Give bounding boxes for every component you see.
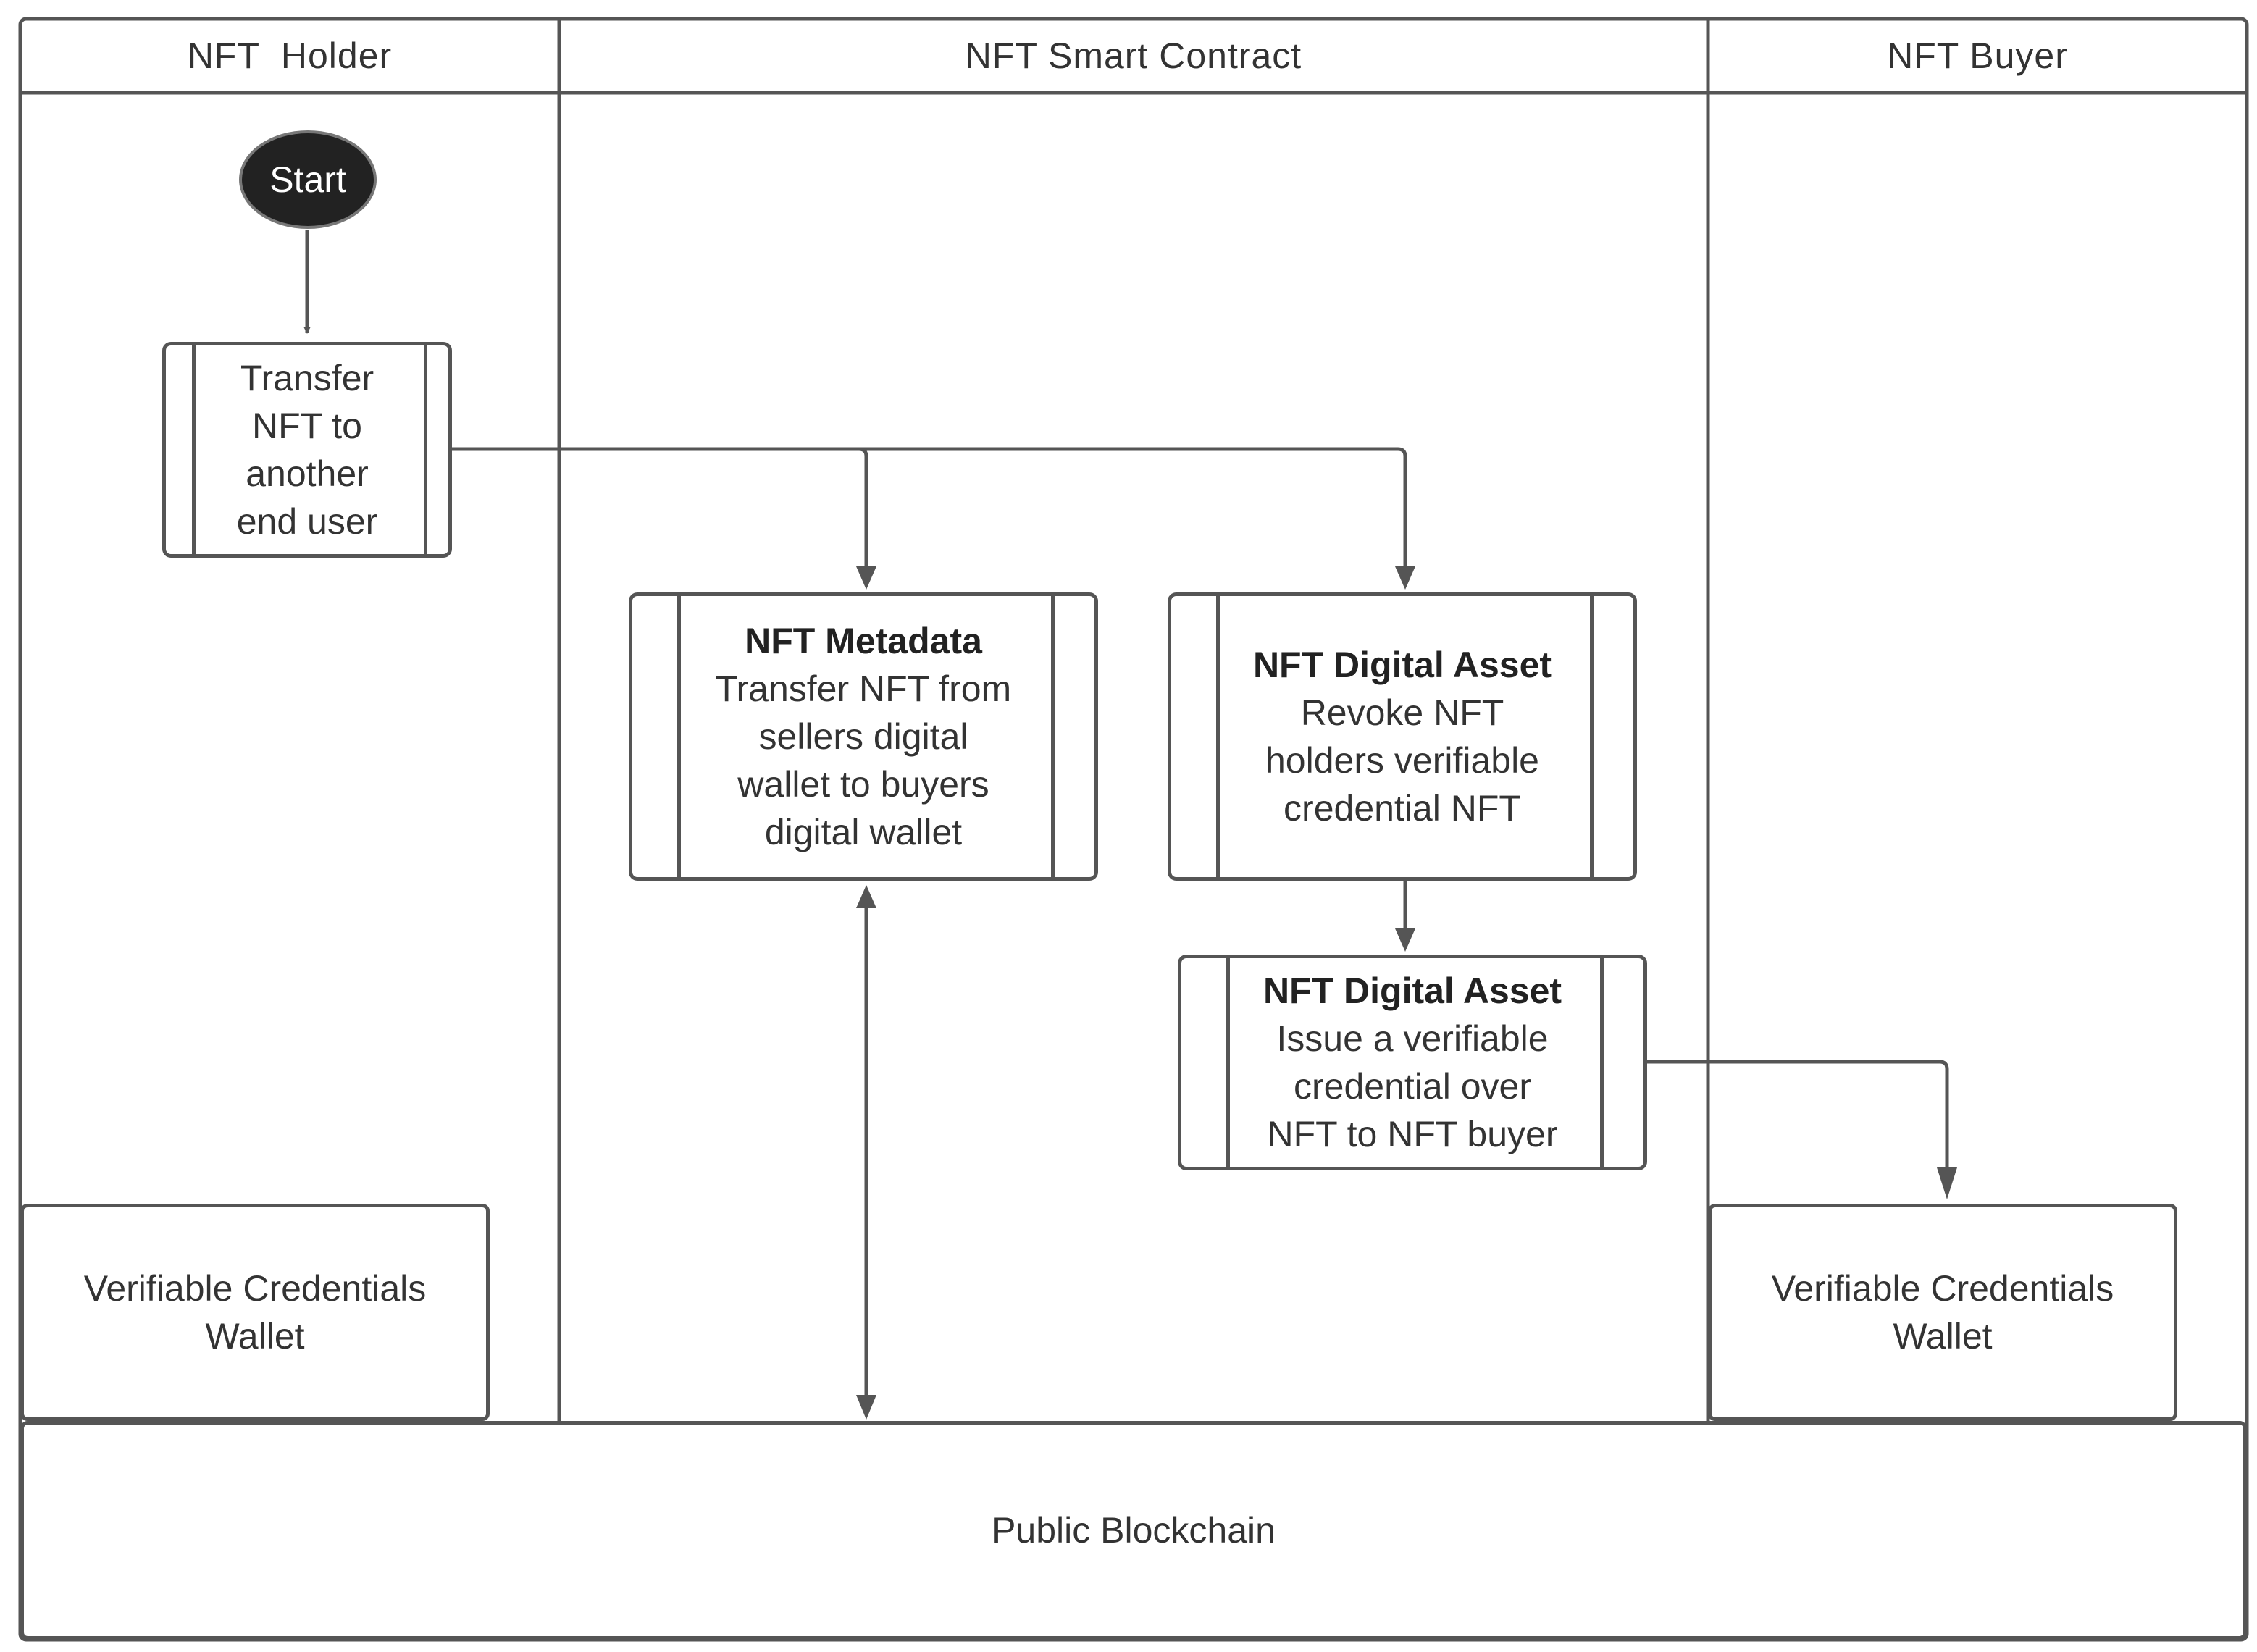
issue-title: NFT Digital Asset: [1263, 970, 1562, 1011]
metadata-line-1: Transfer NFT from: [715, 668, 1012, 709]
revoke-credential-process: NFT Digital Asset Revoke NFT holders ver…: [1168, 592, 1637, 881]
transfer-line-2: NFT to: [252, 406, 362, 446]
public-blockchain: Public Blockchain: [20, 1421, 2247, 1640]
transfer-nft-process: Transfer NFT to another end user: [162, 342, 452, 558]
metadata-line-4: digital wallet: [764, 812, 963, 852]
start-node: Start: [239, 130, 377, 229]
arrow-transfer-to-revoke: [859, 447, 1407, 585]
lane-header-buyer: NFT Buyer: [1887, 35, 2068, 76]
transfer-line-1: Transfer: [240, 358, 374, 398]
issue-credential-process: NFT Digital Asset Issue a verifiable cre…: [1178, 955, 1647, 1170]
arrow-issue-to-buyer-wallet: [1646, 1060, 1949, 1185]
metadata-title: NFT Metadata: [745, 621, 982, 661]
issue-line-1: Issue a verifiable: [1276, 1018, 1549, 1059]
transfer-line-3: another: [246, 453, 369, 494]
metadata-line-3: wallet to buyers: [737, 764, 989, 805]
buyer-wallet-line-1: Verifiable Credentials: [1771, 1268, 2114, 1309]
buyer-credentials-wallet: Verifiable Credentials Wallet: [1708, 1204, 2177, 1421]
lane-header-contract: NFT Smart Contract: [965, 35, 1302, 76]
issue-line-3: NFT to NFT buyer: [1267, 1114, 1558, 1154]
revoke-line-2: holders verifiable: [1265, 740, 1539, 781]
buyer-wallet-line-2: Wallet: [1893, 1316, 1993, 1357]
lane-header-holder: NFT Holder: [187, 35, 393, 76]
holder-wallet-line-1: Verifiable Credentials: [83, 1268, 427, 1309]
revoke-title: NFT Digital Asset: [1252, 645, 1552, 685]
holder-credentials-wallet: Verifiable Credentials Wallet: [20, 1204, 490, 1421]
nft-metadata-process: NFT Metadata Transfer NFT from sellers d…: [629, 592, 1098, 881]
transfer-line-4: end user: [236, 501, 378, 542]
blockchain-label: Public Blockchain: [992, 1510, 1276, 1551]
metadata-line-2: sellers digital: [758, 716, 968, 757]
revoke-line-1: Revoke NFT: [1300, 692, 1504, 733]
revoke-line-3: credential NFT: [1284, 788, 1521, 829]
holder-wallet-line-2: Wallet: [205, 1316, 305, 1357]
issue-line-2: credential over: [1294, 1066, 1531, 1107]
arrow-transfer-to-metadata: [451, 447, 868, 585]
